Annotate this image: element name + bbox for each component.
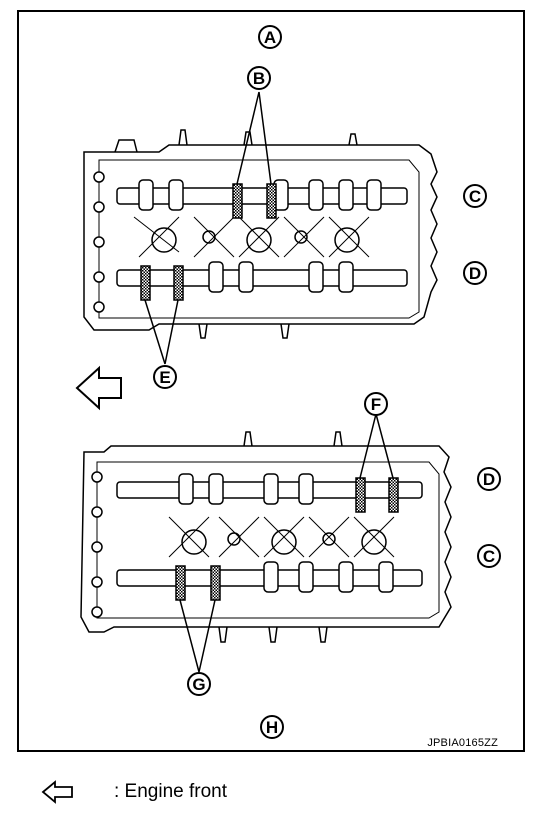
camshaft-bracket-diagram: A B C D E F D C G H <box>75 25 501 739</box>
callout-c-lower: C <box>477 544 501 568</box>
svg-text:C: C <box>469 187 481 206</box>
svg-text:F: F <box>371 395 381 414</box>
svg-text:D: D <box>483 470 495 489</box>
bracket-g-2 <box>210 565 221 601</box>
lower-cylinder-head <box>80 431 452 643</box>
svg-text:B: B <box>253 69 265 88</box>
bracket-b-1 <box>232 183 243 219</box>
legend-text: : Engine front <box>114 781 228 802</box>
svg-text:D: D <box>469 264 481 283</box>
callout-a: A <box>258 25 282 49</box>
figure-code: JPBIA0165ZZ <box>427 737 498 749</box>
diagram-frame: A B C D E F D C G H <box>17 10 525 752</box>
callout-g: G <box>187 672 211 696</box>
callout-c-upper: C <box>463 184 487 208</box>
callout-d-lower: D <box>477 467 501 491</box>
bracket-e-2 <box>173 265 184 301</box>
outline-left-arrow-icon <box>41 780 73 804</box>
svg-text:A: A <box>264 28 276 47</box>
callout-d-upper: D <box>463 261 487 285</box>
bracket-f-2 <box>388 477 399 513</box>
callout-b: B <box>247 66 271 90</box>
callout-h: H <box>260 715 284 739</box>
bracket-e-1 <box>140 265 151 301</box>
upper-cylinder-head <box>83 129 438 339</box>
leader-lines <box>144 91 394 673</box>
callout-e: E <box>153 365 177 389</box>
engine-front-arrow-icon <box>75 365 122 411</box>
svg-text:C: C <box>483 547 495 566</box>
bracket-g-1 <box>175 565 186 601</box>
legend: : Engine front <box>40 778 227 806</box>
bracket-b-2 <box>266 183 277 219</box>
bracket-f-1 <box>355 477 366 513</box>
callout-f: F <box>364 392 388 416</box>
svg-text:E: E <box>159 368 170 387</box>
svg-text:G: G <box>192 675 205 694</box>
svg-text:H: H <box>266 718 278 737</box>
